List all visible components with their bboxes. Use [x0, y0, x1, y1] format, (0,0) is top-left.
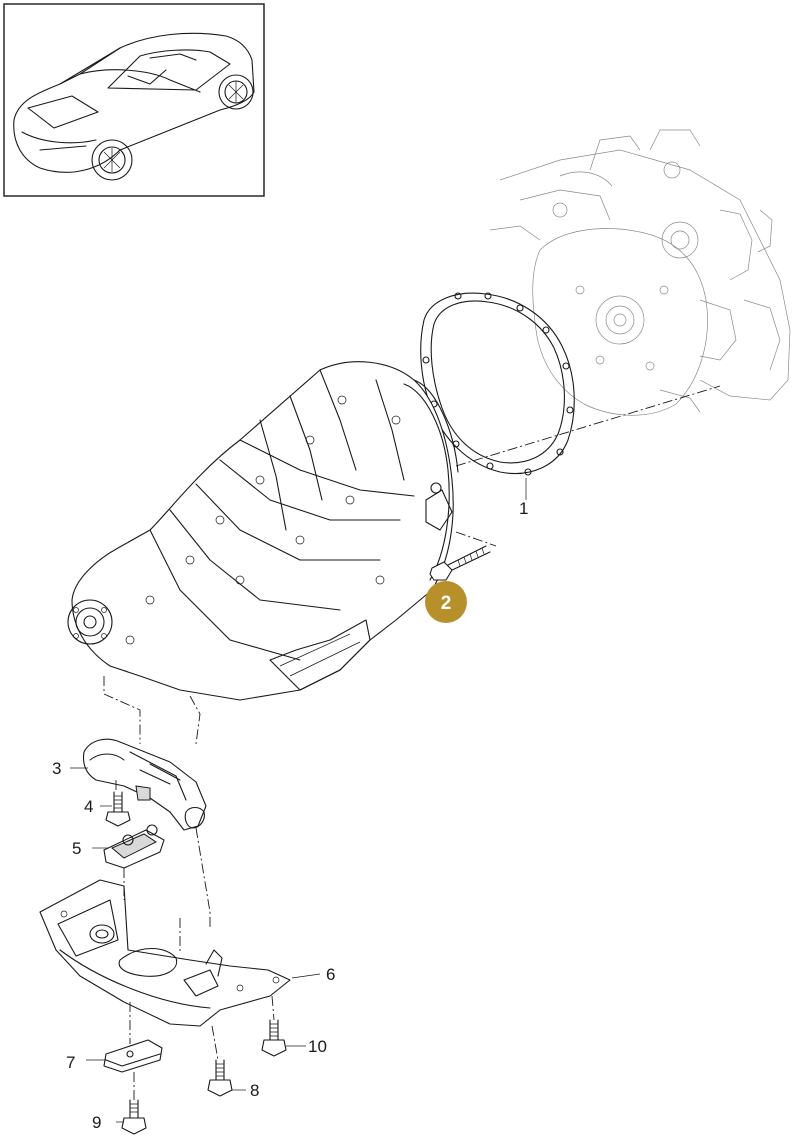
bolt-part-9 — [121, 1099, 147, 1135]
vehicle-thumbnail — [3, 3, 265, 197]
bolt-part-2 — [429, 545, 491, 581]
callout-1: 1 — [519, 499, 528, 518]
crossmember-part-6 — [39, 879, 291, 1027]
bracket-part-7 — [103, 1039, 163, 1073]
callout-10: 10 — [308, 1037, 327, 1056]
callout-labels: 1 2 3 4 5 6 7 8 9 10 — [52, 499, 528, 1132]
plate-part-5 — [103, 824, 165, 869]
bolt-part-4 — [105, 791, 131, 827]
callout-leaders — [70, 496, 527, 1123]
callout-6: 6 — [326, 965, 335, 984]
callout-5: 5 — [72, 839, 81, 858]
mount-part-3 — [82, 738, 207, 831]
assembly-lines — [103, 385, 721, 1100]
bolt-part-8 — [207, 1059, 233, 1097]
engine-block — [489, 129, 791, 416]
callout-2-badge[interactable]: 2 — [425, 581, 467, 623]
bolt-part-10 — [261, 1019, 287, 1057]
callout-3: 3 — [52, 759, 61, 778]
callout-9: 9 — [92, 1113, 101, 1132]
callout-2: 2 — [441, 593, 452, 614]
transmission — [67, 361, 459, 701]
highlight-badge — [425, 581, 467, 623]
callout-4: 4 — [84, 797, 93, 816]
callout-8: 8 — [250, 1081, 259, 1100]
callout-7: 7 — [66, 1053, 75, 1072]
